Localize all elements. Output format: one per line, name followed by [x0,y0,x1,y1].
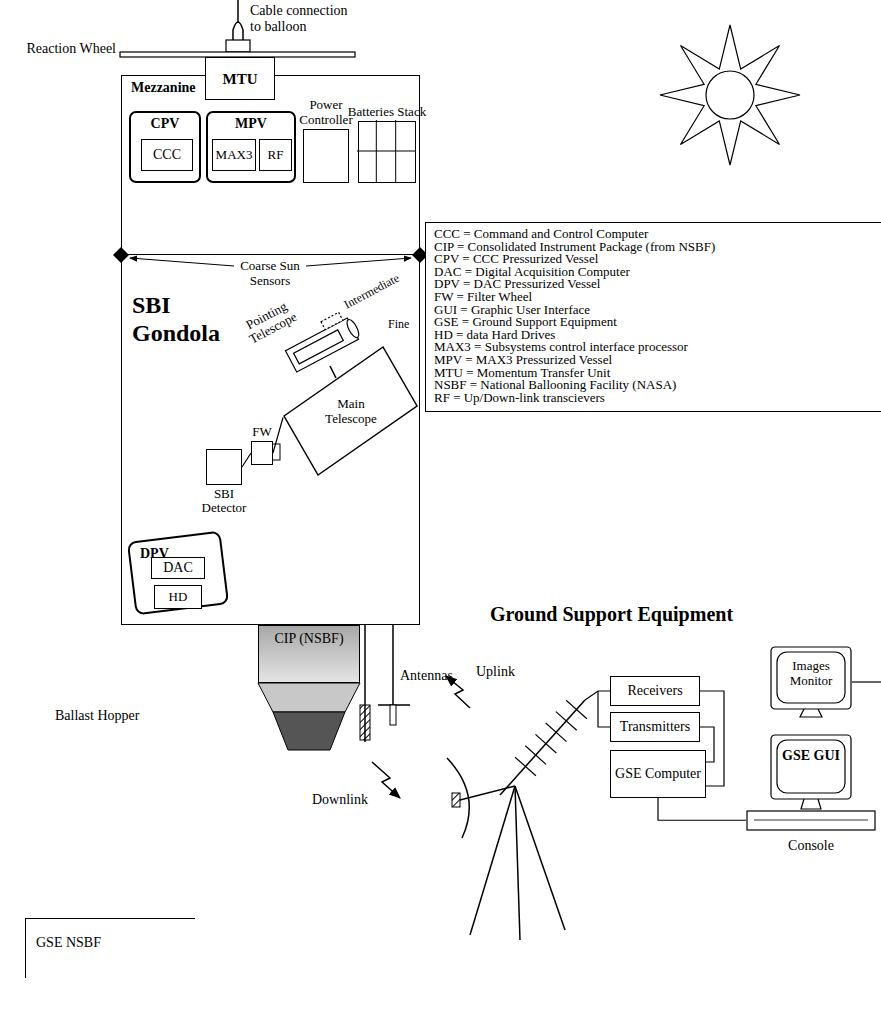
mtu-box: MTU [205,57,275,100]
node-label: HD [155,589,201,605]
key-entry: MAX3 = Subsystems control interface proc… [434,341,876,354]
node-label: Main Telescope [311,397,391,427]
link-label: Downlink [312,792,376,808]
node-label: GSE GUI [777,748,845,764]
antennas [360,625,410,742]
antenna-label: Antennas [400,668,480,684]
connector [273,418,283,454]
computer-box: GSE Computer [610,750,706,798]
key-entry: CCC = Command and Control Computer [434,228,876,241]
node-label: GSE Computer [611,766,705,782]
key-entry: RF = Up/Down-link transcievers [434,392,876,405]
transceiver-box: RF [259,139,292,171]
filter-wheel-box: FW [251,441,273,465]
key-entry: MPV = MAX3 Pressurized Vessel [434,354,876,367]
battery-stack: Batteries Stack [358,121,416,183]
section-heading: Ground Support Equipment [490,603,870,626]
key-entry: NSBF = National Ballooning Facility (NAS… [434,379,876,392]
drive-box: HD [154,585,202,609]
link-label: Uplink [476,664,536,680]
node-label: DAC [152,560,204,576]
sensor-label: Intermediate [341,271,404,313]
connector [242,453,251,467]
abbreviation-key: CCC = Command and Control ComputerCIP = … [425,222,881,412]
connector [700,691,724,786]
node-label: MTU [206,70,274,87]
node-label: CCC [142,147,192,163]
key-entry: HD = data Hard Drives [434,329,876,342]
ballast-hopper [258,683,360,750]
pressure-vessel: MPV MAX3 RF [206,111,296,183]
key-entry: GSE = Ground Support Equipment [434,316,876,329]
connector [658,798,746,820]
transmitter-box: Transmitters [610,712,700,742]
instrument-package: CIP (NSBF) [258,625,360,683]
key-entry: CIP = Consolidated Instrument Package (f… [434,241,876,254]
ground-antennas [447,691,610,940]
key-entry: DAC = Digital Acquisition Computer [434,266,876,279]
processor-box: MAX3 [212,139,256,171]
pressure-vessel: DPVDACHD [128,531,228,615]
key-entry: CPV = CCC Pressurized Vessel [434,253,876,266]
node-label: Images Monitor [778,659,844,689]
part-label: Console [776,838,846,854]
node-label: SBI Gondola [132,292,242,347]
node-label: CPV [131,116,199,132]
battery-cells [357,120,415,182]
mezzanine-box: MezzanineCPV CCC MPV MAX3 RF Power Controller… [121,75,420,255]
pressure-vessel: CPV CCC [129,111,201,183]
receiver-box: Receivers [610,676,700,706]
monitor-cable [852,681,881,682]
node-label: CIP (NSBF) [259,631,359,647]
node-label: GSE NSBF [36,935,101,951]
computer-box: CCC [141,139,193,171]
part-label: Ballast Hopper [55,708,175,724]
node-label: Mezzanine [131,80,196,96]
computer-box: DAC [151,557,205,579]
power-controller-box: Power Controller [303,129,349,183]
main-telescope: Main Telescope [283,346,418,476]
facility-box: GSE NSBF [25,918,195,978]
monitor: Images Monitor [770,646,852,718]
radio-links [372,676,470,798]
node-label: RF [260,147,291,163]
node-label: SBI Detector [195,487,253,516]
detector-box: SBI Detector [206,449,242,485]
gui-console: GSE GUI [746,734,876,832]
cable-label: Cable connection to balloon [250,3,360,35]
part-label: Reaction Wheel [24,41,116,57]
telescope-mount [330,366,336,378]
connector [700,727,714,762]
node-label: MAX3 [213,147,255,163]
key-entry: DPV = DAC Pressurized Vessel [434,278,876,291]
key-entry: GUI = Graphic User Interface [434,304,876,317]
sensor-label: Coarse Sun Sensors [230,259,310,289]
telescope-label: Pointing Telescope [235,294,305,349]
node-label: FW [242,424,282,440]
key-entry: FW = Filter Wheel [434,291,876,304]
node-label: MPV [208,116,294,132]
node-label: Transmitters [611,719,699,735]
balloon-cable [233,0,243,40]
node-label: Receivers [611,683,699,699]
key-entry: MTU = Momentum Transfer Unit [434,367,876,380]
cable-clamp [226,40,250,52]
sensor-label: Fine [388,318,418,332]
sun [660,25,800,165]
node-label: Batteries Stack [347,105,427,119]
